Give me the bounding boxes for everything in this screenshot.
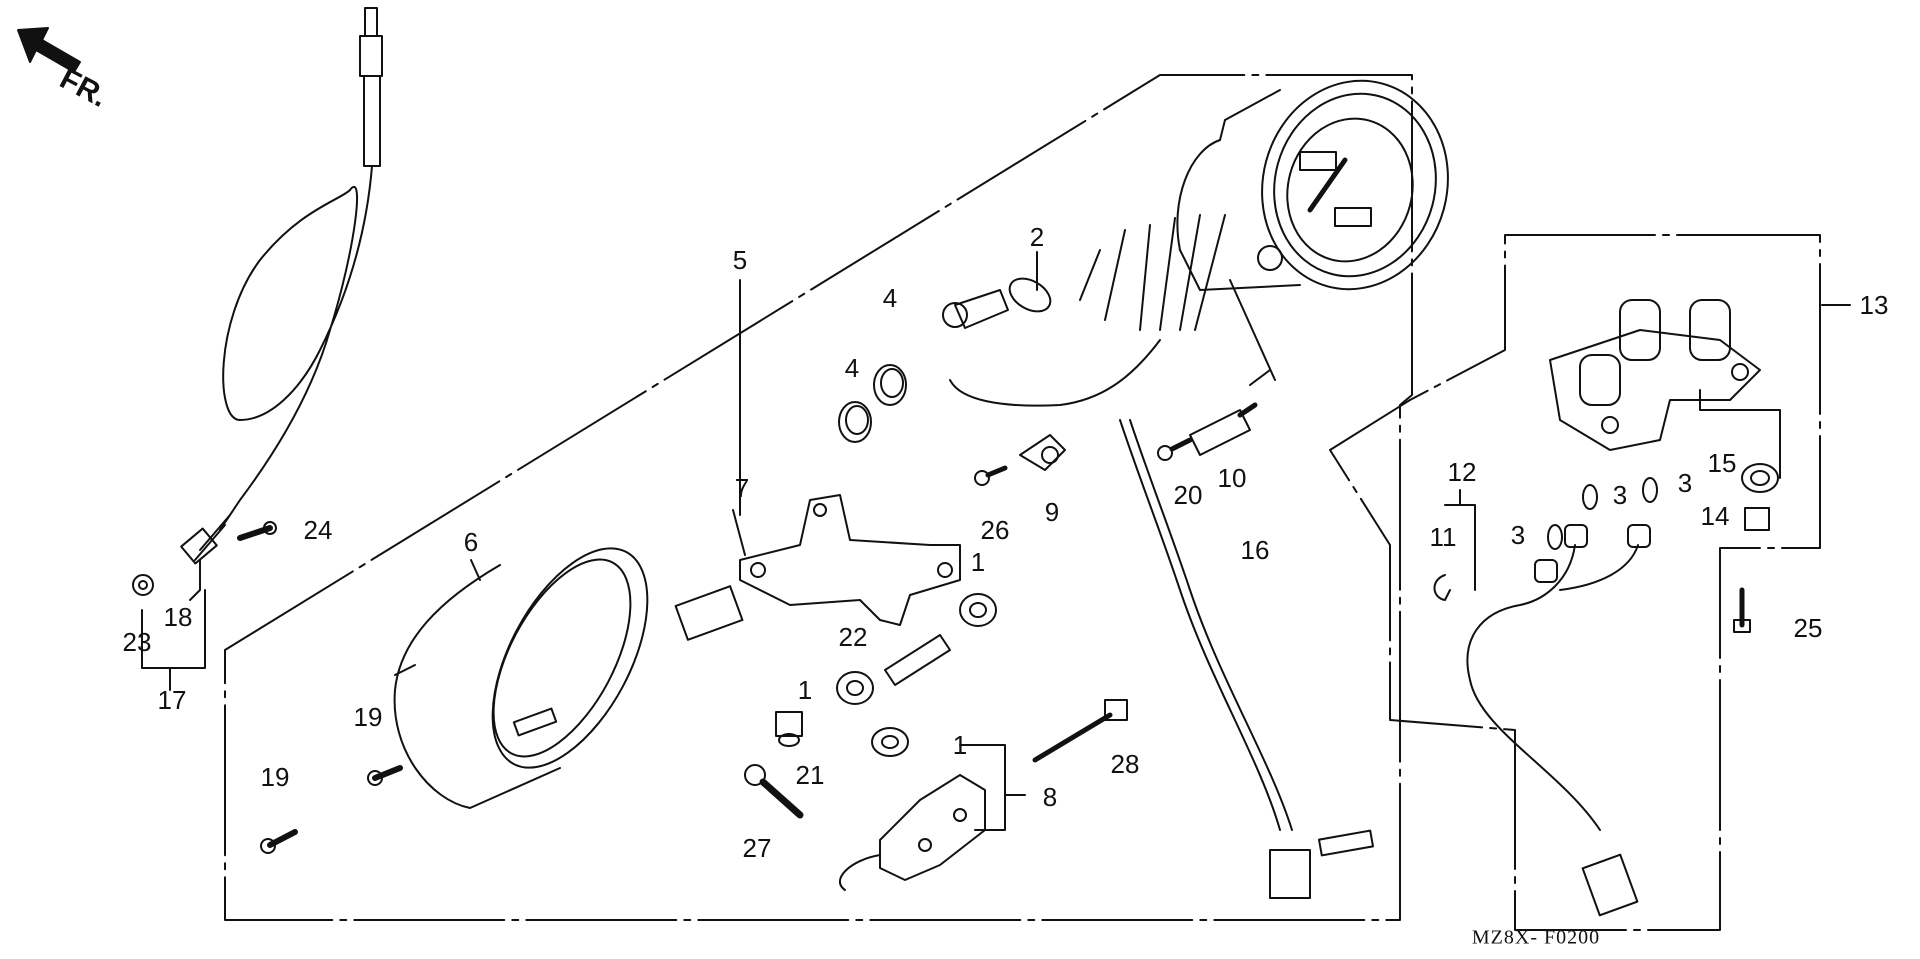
callout-4: 4 — [882, 283, 898, 313]
group-outline-5 — [224, 74, 1413, 921]
callout-26: 26 — [980, 515, 1010, 545]
speedometer-assy — [1176, 79, 1449, 291]
callout-19: 19 — [260, 762, 290, 792]
part-15-grommet — [1741, 463, 1779, 493]
part-16-harness — [949, 214, 1374, 899]
part-9-clamp — [1019, 434, 1066, 471]
callout-8: 8 — [1042, 782, 1058, 812]
part-12-harness — [1466, 524, 1651, 917]
callout-21: 21 — [795, 760, 825, 790]
callout-5: 5 — [732, 245, 748, 275]
speedometer-cable — [180, 7, 383, 601]
callout-1: 1 — [797, 675, 813, 705]
part-3-bulb-c — [1547, 524, 1563, 550]
part-26-screw — [974, 465, 1008, 486]
callout-17: 17 — [157, 685, 187, 715]
part-19-screw-b — [260, 829, 298, 854]
part-21-nut — [775, 711, 803, 747]
callout-27: 27 — [742, 833, 772, 863]
part-4-cap-b — [873, 364, 907, 406]
callout-3: 3 — [1612, 480, 1628, 510]
part-3-bulb-b — [1642, 477, 1658, 503]
part-1-grommet-b — [836, 671, 874, 705]
callout-22: 22 — [838, 622, 868, 652]
part-24-screw — [237, 521, 277, 541]
callout-12: 12 — [1447, 457, 1477, 487]
callout-6: 6 — [463, 527, 479, 557]
part-22-collar — [884, 634, 951, 686]
part-6-meter-case — [393, 547, 649, 809]
callout-7: 7 — [734, 473, 750, 503]
callout-1: 1 — [970, 547, 986, 577]
part-4-cap-a — [838, 401, 872, 443]
callout-19: 19 — [353, 702, 383, 732]
callout-9: 9 — [1044, 497, 1060, 527]
part-7-bracket — [739, 494, 961, 626]
callout-1: 1 — [952, 730, 968, 760]
callout-18: 18 — [163, 602, 193, 632]
callout-10: 10 — [1217, 463, 1247, 493]
bulb-socket — [942, 289, 1009, 329]
callout-14: 14 — [1700, 501, 1730, 531]
part-27-bolt — [744, 764, 804, 819]
callout-28: 28 — [1110, 749, 1140, 779]
part-23-washer — [132, 574, 154, 596]
callout-15: 15 — [1707, 448, 1737, 478]
part-2-bulb — [1008, 277, 1052, 313]
callout-25: 25 — [1793, 613, 1823, 643]
part-25-screw — [1733, 587, 1751, 633]
callout-20: 20 — [1173, 480, 1203, 510]
part-8-bracket — [838, 774, 986, 891]
part-10-gear — [1189, 402, 1258, 456]
part-11-clip — [1433, 574, 1451, 601]
callout-2: 2 — [1029, 222, 1045, 252]
callout-13: 13 — [1859, 290, 1889, 320]
part-13-bracket — [1549, 299, 1761, 451]
front-arrow-icon — [17, 27, 81, 73]
part-28-bolt — [1032, 699, 1128, 763]
part-1-grommet-a — [959, 593, 997, 627]
rubber-pad — [674, 585, 744, 641]
part-1-grommet-c — [871, 727, 909, 757]
callout-3: 3 — [1677, 468, 1693, 498]
callout-11: 11 — [1429, 522, 1457, 552]
callout-23: 23 — [122, 627, 152, 657]
group-outline-13 — [1329, 234, 1821, 931]
part-19-screw-a — [367, 765, 403, 786]
part-3-bulb-a — [1582, 484, 1598, 510]
callout-4: 4 — [844, 353, 860, 383]
callout-16: 16 — [1240, 535, 1270, 565]
callout-24: 24 — [303, 515, 333, 545]
diagram-code: MZ8X- F0200 — [1471, 926, 1601, 949]
part-14-collar — [1744, 507, 1770, 531]
part-20-screw — [1157, 437, 1193, 461]
callout-3: 3 — [1510, 520, 1526, 550]
